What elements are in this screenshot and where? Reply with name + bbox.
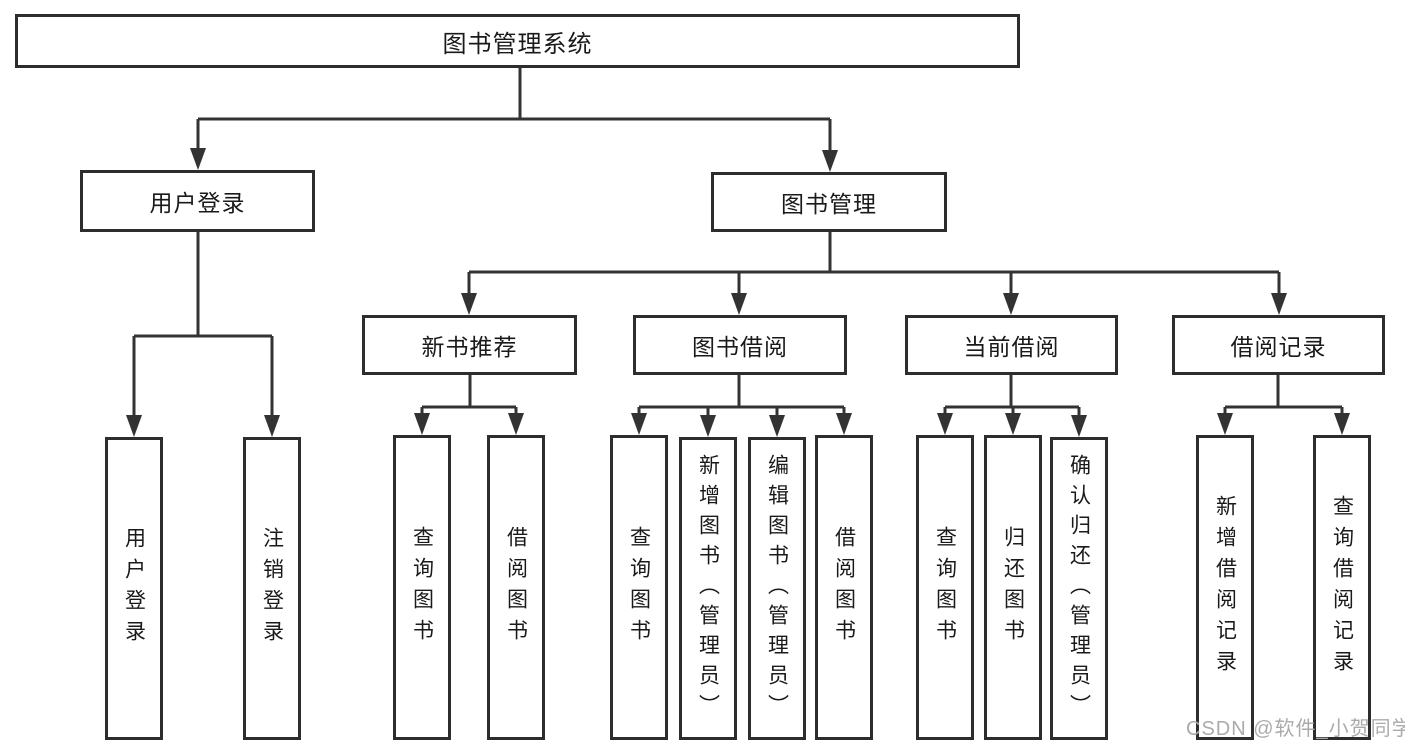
arrow-icon bbox=[1003, 293, 1019, 315]
leaf-add-borrow-record: 新增借阅记录 bbox=[1196, 435, 1254, 740]
leaf-logout: 注销登录 bbox=[243, 437, 301, 740]
arrow-icon bbox=[1005, 413, 1021, 435]
node-current-borrow: 当前借阅 bbox=[905, 315, 1118, 375]
leaf-query-books: 查询图书 bbox=[916, 435, 974, 740]
leaf-query-books: 查询图书 bbox=[393, 435, 451, 740]
leaf-label: 用户登录 bbox=[122, 526, 146, 651]
leaf-label: 确认归还（管理员） bbox=[1067, 453, 1091, 724]
connector-current-branch bbox=[943, 375, 1081, 420]
arrow-icon bbox=[937, 413, 953, 435]
leaf-add-books-admin: 新增图书（管理员） bbox=[679, 437, 737, 740]
arrow-icon bbox=[836, 413, 852, 435]
arrow-icon bbox=[1334, 413, 1350, 435]
arrow-icon bbox=[1271, 293, 1287, 315]
connector-records-branch bbox=[1223, 375, 1344, 418]
node-user-login: 用户登录 bbox=[80, 170, 315, 232]
arrow-icon bbox=[769, 415, 785, 437]
node-borrow-records: 借阅记录 bbox=[1172, 315, 1385, 375]
node-new-book-recommend: 新书推荐 bbox=[362, 315, 577, 375]
arrow-icon bbox=[631, 413, 647, 435]
leaf-label: 新增图书（管理员） bbox=[696, 453, 720, 724]
leaf-confirm-return-admin: 确认归还（管理员） bbox=[1050, 437, 1108, 740]
leaf-borrow-books: 借阅图书 bbox=[815, 435, 873, 740]
arrow-icon bbox=[1071, 415, 1087, 437]
arrow-icon bbox=[508, 413, 524, 435]
leaf-edit-books-admin: 编辑图书（管理员） bbox=[748, 437, 806, 740]
arrow-icon bbox=[822, 150, 838, 172]
arrow-icon bbox=[1217, 413, 1233, 435]
leaf-label: 查询图书 bbox=[410, 525, 434, 650]
leaf-label: 编辑图书（管理员） bbox=[765, 453, 789, 724]
leaf-borrow-books: 借阅图书 bbox=[487, 435, 545, 740]
arrow-icon bbox=[731, 293, 747, 315]
connector-user-login-branch bbox=[132, 232, 274, 419]
arrow-icon bbox=[700, 415, 716, 437]
csdn-watermark: CSDN @软件_小贺同学 bbox=[1186, 718, 1405, 740]
leaf-query-books: 查询图书 bbox=[610, 435, 668, 740]
leaf-return-books: 归还图书 bbox=[984, 435, 1042, 740]
leaf-user-login: 用户登录 bbox=[105, 437, 163, 740]
leaf-label: 查询图书 bbox=[627, 525, 651, 650]
node-root: 图书管理系统 bbox=[15, 14, 1020, 68]
arrow-icon bbox=[264, 415, 280, 437]
arrow-icon bbox=[414, 413, 430, 435]
leaf-label: 借阅图书 bbox=[832, 525, 856, 650]
leaf-label: 归还图书 bbox=[1001, 525, 1025, 650]
leaf-query-borrow-record: 查询借阅记录 bbox=[1313, 435, 1371, 740]
arrowheads bbox=[126, 148, 1350, 437]
connector-root-branch bbox=[196, 68, 832, 154]
arrow-icon bbox=[190, 148, 206, 170]
node-book-management: 图书管理 bbox=[711, 172, 947, 232]
leaf-label: 新增借阅记录 bbox=[1213, 494, 1237, 681]
connector-book-mgmt-branch bbox=[467, 232, 1281, 297]
leaf-label: 查询图书 bbox=[933, 525, 957, 650]
node-book-borrow: 图书借阅 bbox=[633, 315, 847, 375]
leaf-label: 注销登录 bbox=[260, 526, 284, 651]
leaf-label: 查询借阅记录 bbox=[1330, 494, 1354, 681]
leaf-label: 借阅图书 bbox=[504, 525, 528, 650]
arrow-icon bbox=[126, 415, 142, 437]
connector-newbook-branch bbox=[420, 375, 518, 418]
connector-borrow-branch bbox=[637, 375, 846, 420]
arrow-icon bbox=[461, 293, 477, 315]
